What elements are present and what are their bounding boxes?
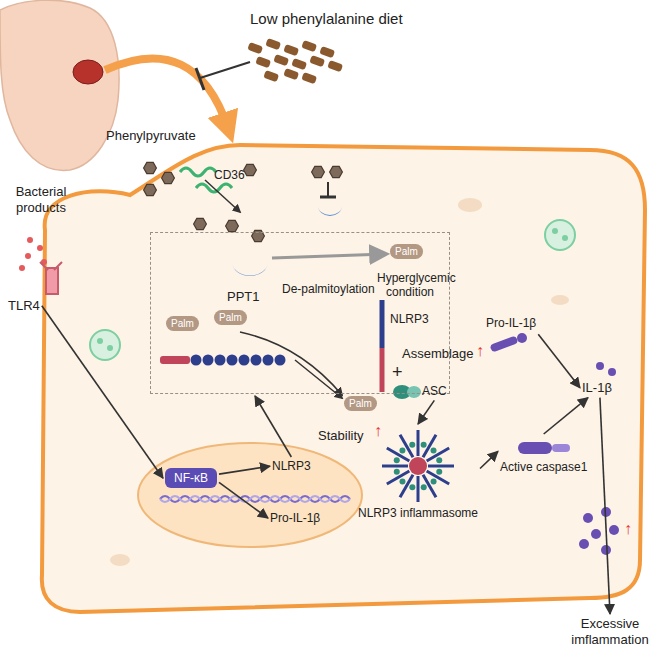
node-text: NLRP3 inflammasome [358, 506, 478, 520]
palmitate-tag: Palm [214, 310, 247, 325]
increase-arrow: ↑ [374, 422, 382, 440]
node-text: Active caspase1 [500, 460, 587, 474]
molecule-node: TLR4 [8, 298, 40, 314]
il1b-molecules [596, 362, 616, 376]
organelle [110, 554, 130, 566]
foot [0, 0, 119, 170]
node-text: IL-1β [582, 380, 612, 396]
palmitate-tag: Palm [166, 316, 199, 331]
molecule-node: Low phenylalanine diet [250, 10, 403, 28]
asc-icon [393, 385, 421, 399]
phenylpyruvate-molecules [144, 162, 343, 241]
il1b-molecules [579, 507, 619, 555]
nlrp3-protein [380, 348, 385, 392]
node-text: NF-κB [174, 471, 208, 485]
ulcer [73, 60, 103, 84]
arrow-connector [219, 466, 270, 474]
arrow-connector [418, 400, 434, 424]
molecule-node: Pro-IL-1β [486, 316, 536, 352]
annotation: Stability [318, 428, 364, 443]
molecule-node: Pro-IL-1β [270, 511, 320, 525]
node-text: Pro-IL-1β [270, 511, 320, 525]
molecule-node: IL-1β [582, 380, 612, 396]
molecule-node: PPT1 [227, 289, 260, 305]
molecule-node: NLRP3 [272, 459, 311, 473]
node-text: NLRP3 [272, 459, 311, 473]
diet-pellets [247, 38, 343, 84]
uptake-arrow [205, 180, 240, 212]
node-text: CD36 [214, 168, 245, 182]
molecule-node: Active caspase1 [500, 436, 587, 474]
molecule-node: CD36 [214, 168, 245, 182]
pro-il1b-icon [486, 330, 536, 352]
nlrp3-protein [380, 300, 385, 348]
inhibit-bar [196, 68, 204, 90]
transcription-factor-box: NF-κB [165, 468, 217, 488]
organelle [458, 198, 482, 212]
annotation: NLRP3 [390, 312, 429, 326]
palmitate-tag: Palm [344, 396, 377, 411]
palmitate-tag: Palm [390, 244, 423, 259]
ppt1-icon [232, 262, 268, 276]
tlr4-receptor [40, 262, 62, 294]
node-text: Excessive imflammation [562, 616, 658, 647]
palmitoylation-arrow [295, 360, 342, 398]
molecule-node: ASC [422, 384, 447, 398]
molecule-node: NLRP3 inflammasome [358, 426, 478, 520]
arrow-connector [480, 451, 498, 468]
molecule-node: Bacterial products [4, 184, 78, 215]
vesicle [90, 330, 120, 360]
annotation: De-palmitoylation [282, 282, 375, 296]
arrow-connector [538, 334, 580, 388]
node-text: TLR4 [8, 298, 40, 314]
wound-arrow [105, 58, 228, 128]
depalmitoylation-arrow [272, 254, 386, 258]
node-text: Phenylpyruvate [106, 128, 196, 144]
ppt1-inhibit [327, 182, 329, 196]
annotation: + [392, 362, 403, 383]
node-text: ASC [422, 384, 447, 398]
arrow-connector [544, 398, 588, 434]
arrow-connector [255, 396, 291, 457]
arrow-connector [219, 482, 268, 518]
node-text: Hyperglycemic condition [377, 271, 443, 300]
increase-arrow: ↑ [476, 342, 484, 360]
arrow-connector [600, 398, 610, 614]
dna [160, 496, 350, 502]
arrow-connector [42, 306, 163, 478]
nlrp3-protein [160, 355, 286, 366]
node-text: Low phenylalanine diet [250, 10, 403, 28]
node-text: PPT1 [227, 289, 260, 305]
nucleus [138, 443, 362, 547]
annotation: Assemblage [402, 346, 474, 361]
ppt1-icon [318, 206, 342, 216]
node-text: Pro-IL-1β [486, 316, 536, 330]
palmitoylation-arrow [240, 332, 342, 395]
cell-membrane [42, 145, 645, 612]
increase-arrow: ↑ [624, 520, 632, 538]
inhibit-line [200, 62, 250, 78]
vesicle [545, 220, 575, 250]
molecule-node: Phenylpyruvate [106, 128, 196, 144]
molecule-node: Excessive imflammation [562, 616, 658, 647]
node-text: Bacterial products [4, 184, 78, 215]
organelle [551, 295, 569, 305]
ppt1-inhibit-bar [320, 196, 336, 199]
caspase-icon [514, 436, 574, 460]
inflammasome-icon [378, 426, 458, 506]
